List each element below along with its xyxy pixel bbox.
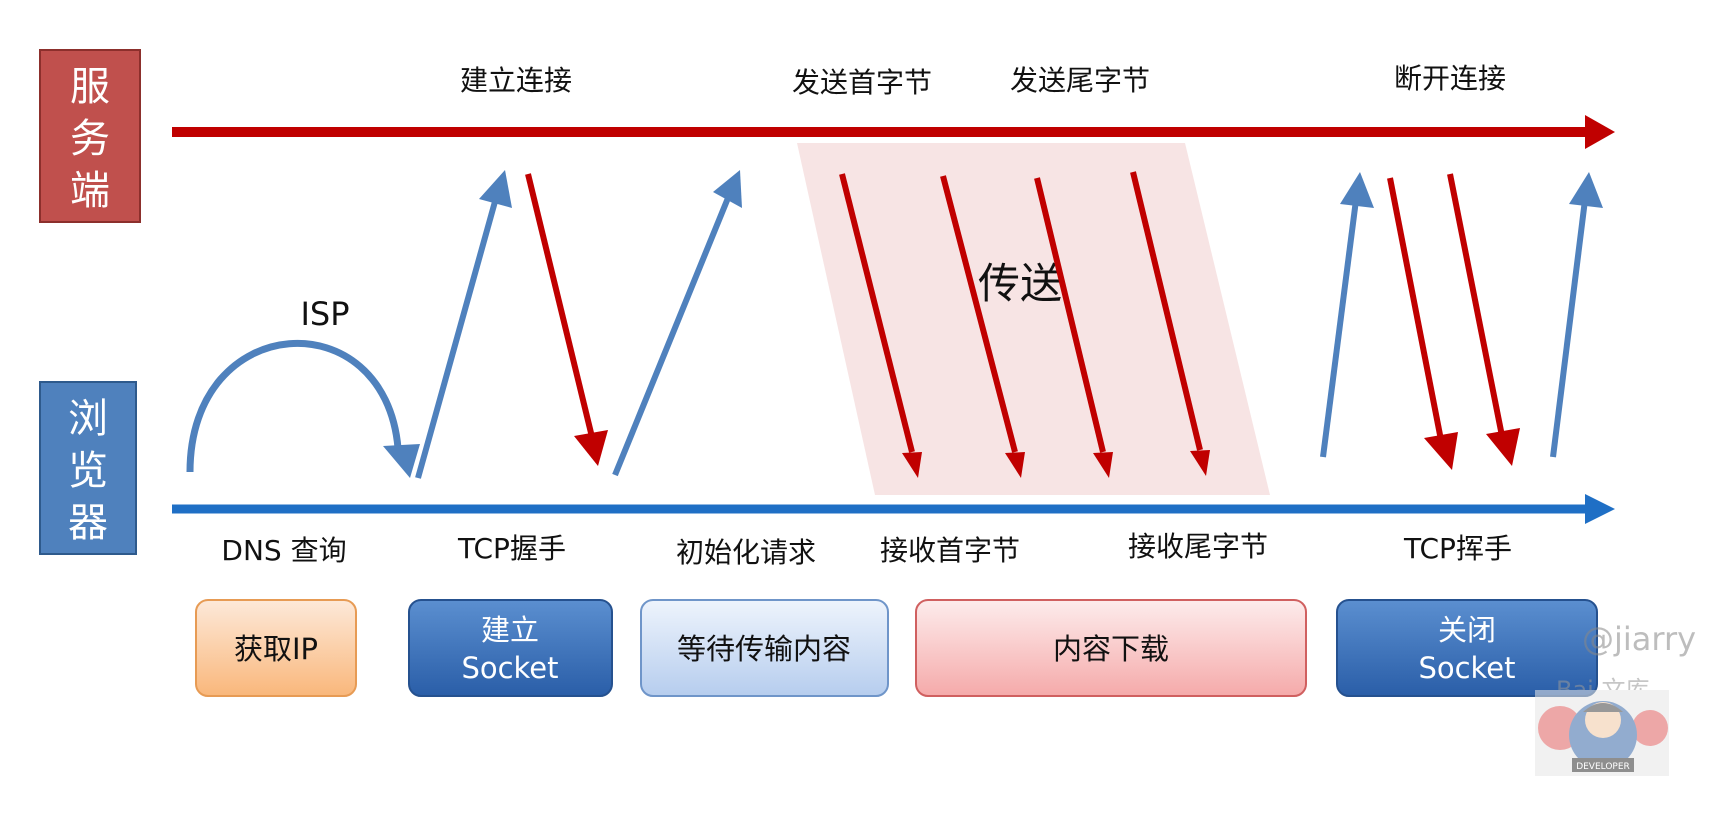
request-arrow-1 <box>415 170 512 479</box>
developer-badge-text: DEVELOPER <box>1576 762 1630 772</box>
stage-wait-transfer-label: 等待传输内容 <box>677 632 851 666</box>
stage-get-ip: 获取IP <box>195 599 357 697</box>
browser-event-tcp-handshake: TCP握手 <box>457 532 566 565</box>
server-char-2: 务 <box>70 116 110 162</box>
browser-event-last-byte: 接收尾字节 <box>1128 530 1268 563</box>
transfer-arrow-1 <box>839 173 922 478</box>
request-arrow-2 <box>612 170 742 477</box>
server-char-3: 端 <box>70 168 110 214</box>
transfer-arrow-4 <box>1130 171 1210 476</box>
isp-label: ISP <box>300 295 349 333</box>
stage-content-download-label: 内容下载 <box>1053 632 1169 666</box>
stage-close-socket-line1: 关闭 <box>1438 613 1496 647</box>
close-arrow-down-1 <box>1387 177 1458 470</box>
stage-wait-transfer: 等待传输内容 <box>640 599 889 697</box>
browser-event-tcp-wave: TCP挥手 <box>1403 532 1512 565</box>
browser-event-dns: DNS 查询 <box>221 534 346 567</box>
browser-timeline <box>172 494 1615 524</box>
stage-content-download: 内容下载 <box>915 599 1307 697</box>
browser-char-3: 器 <box>68 500 108 546</box>
watermark-handle: @jiarry <box>1582 620 1696 658</box>
stage-get-ip-label: 获取IP <box>234 632 318 666</box>
browser-char-1: 浏 <box>68 396 108 442</box>
developer-avatar-icon: DEVELOPER <box>1535 690 1669 776</box>
transfer-band <box>797 143 1270 495</box>
server-event-connect: 建立连接 <box>460 64 572 97</box>
transfer-label: 传送 <box>978 259 1062 308</box>
stage-open-socket-line2: Socket <box>461 651 558 685</box>
browser-event-first-byte: 接收首字节 <box>880 534 1020 567</box>
transfer-arrow-3 <box>1034 177 1113 478</box>
ack-arrow <box>525 173 608 466</box>
close-arrow-up-2 <box>1550 172 1603 458</box>
stage-close-socket: 关闭 Socket <box>1336 599 1598 697</box>
close-arrow-up-1 <box>1320 172 1374 458</box>
server-event-last-byte: 发送尾字节 <box>1010 64 1150 97</box>
transfer-arrow-2 <box>940 175 1025 478</box>
isp-arc-arrow <box>186 339 420 478</box>
server-label-box: 服 务 端 <box>39 49 141 223</box>
close-arrow-down-2 <box>1447 173 1520 466</box>
stage-open-socket-line1: 建立 <box>481 613 539 647</box>
server-event-disconnect: 断开连接 <box>1394 62 1506 95</box>
browser-char-2: 览 <box>68 448 108 494</box>
server-char-1: 服 <box>70 64 110 110</box>
stage-close-socket-line2: Socket <box>1418 651 1515 685</box>
watermark: @jiarry Bai 文库 DEVELOPER <box>1535 620 1696 776</box>
server-event-first-byte: 发送首字节 <box>792 66 932 99</box>
server-timeline <box>172 115 1615 149</box>
browser-event-init-request: 初始化请求 <box>676 536 816 569</box>
browser-label-box: 浏 览 器 <box>39 381 137 555</box>
stage-open-socket: 建立 Socket <box>408 599 613 697</box>
